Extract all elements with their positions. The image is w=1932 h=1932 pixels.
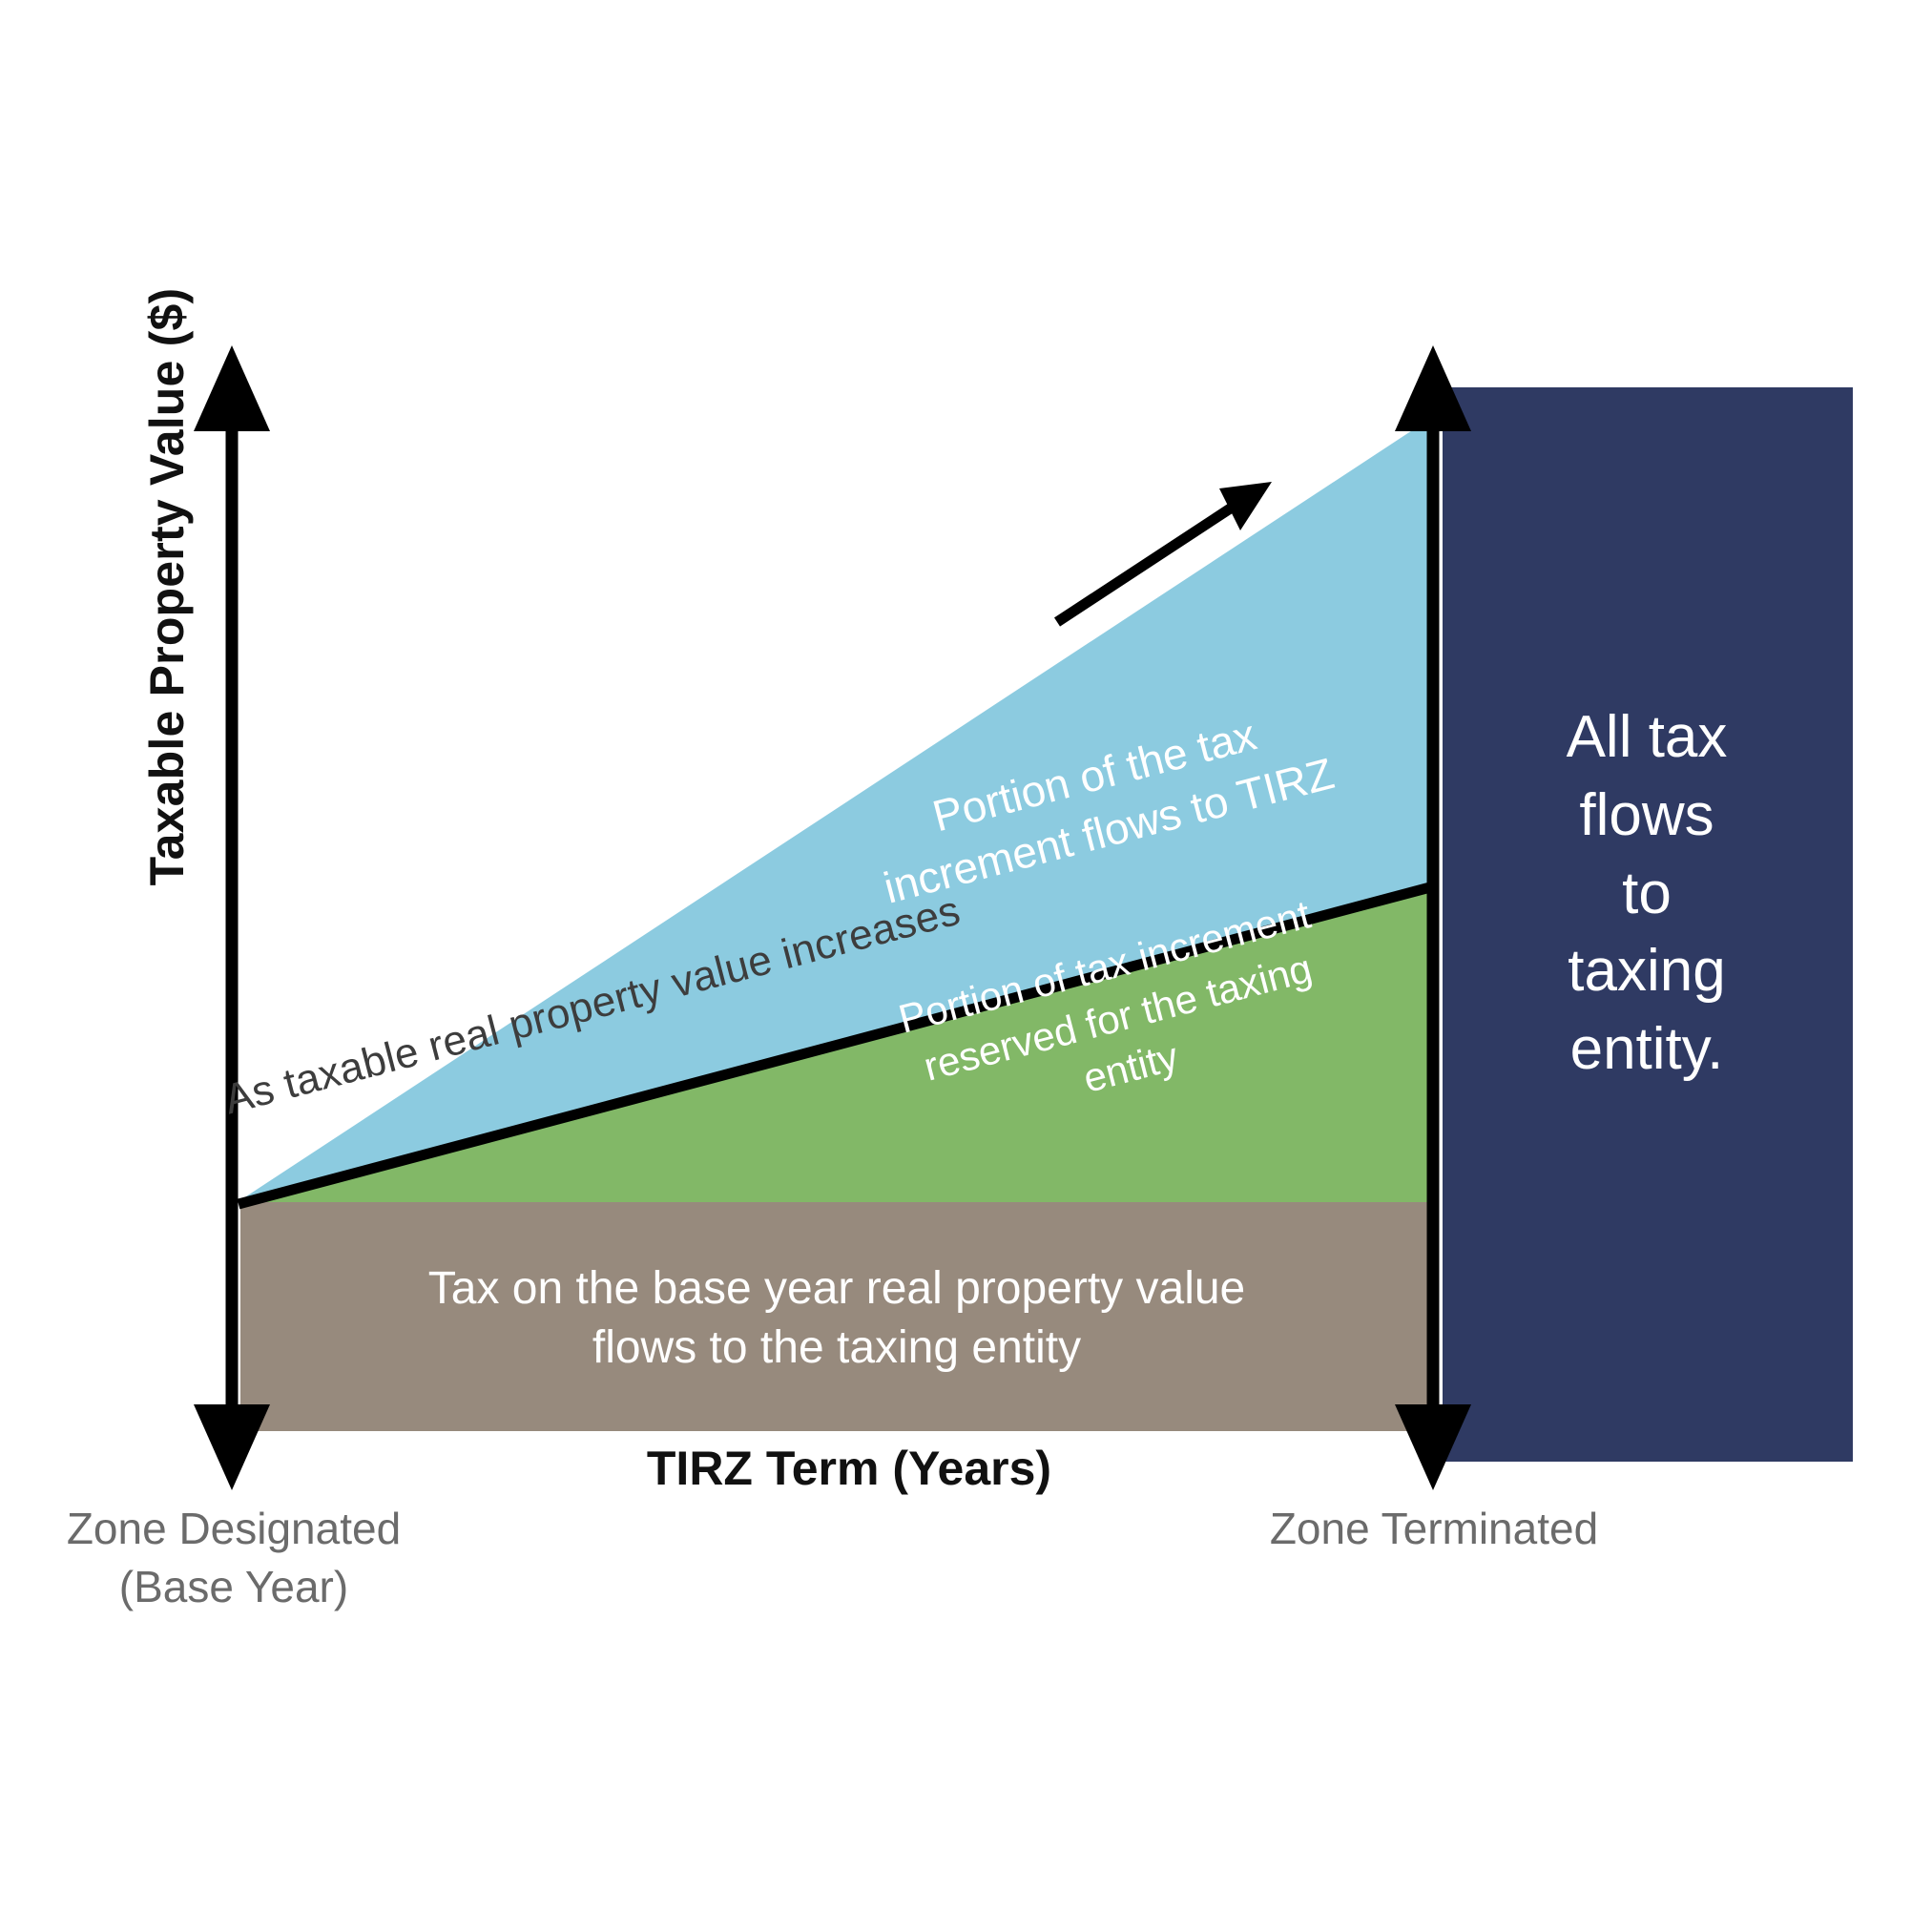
- y-axis-top-arrowhead: [194, 345, 270, 431]
- termination-axis-bottom-arrowhead: [1395, 1404, 1471, 1490]
- post-termination-panel: [1443, 387, 1853, 1462]
- tirz-increment-band: [240, 420, 1428, 1200]
- y-axis-bottom-arrowhead: [194, 1404, 270, 1490]
- base-value-band: [240, 1202, 1428, 1431]
- growth-arrow-icon: [1053, 482, 1272, 627]
- termination-axis-top-arrowhead: [1395, 345, 1471, 431]
- band-divider-line: [237, 882, 1432, 1210]
